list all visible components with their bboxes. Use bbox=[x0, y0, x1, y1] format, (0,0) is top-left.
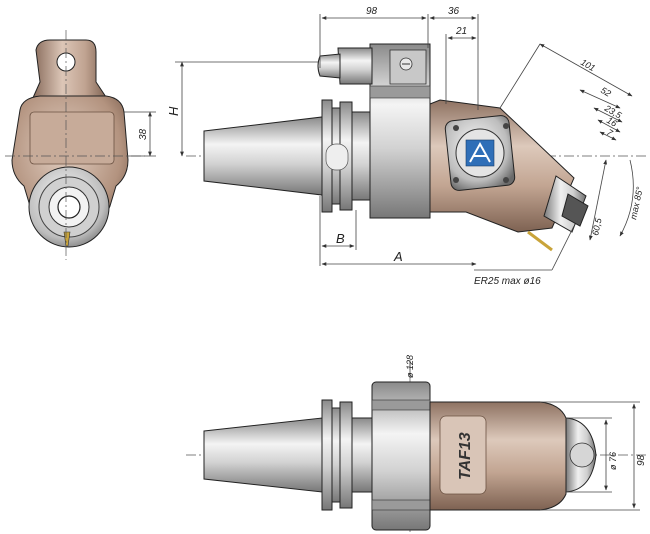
dim-98-label: 98 bbox=[366, 6, 378, 17]
bottom-neck bbox=[351, 417, 373, 493]
bottom-flange-3 bbox=[339, 401, 353, 509]
dim-98b-label: 98 bbox=[636, 454, 647, 466]
dim-B-label: B bbox=[336, 231, 345, 246]
spindle-tip bbox=[561, 193, 589, 227]
stop-block bbox=[337, 47, 373, 85]
bottom-spindle-hub bbox=[569, 442, 595, 468]
flange-neck bbox=[351, 111, 371, 201]
dim-angle-arc bbox=[619, 159, 634, 237]
dim-101-ext-left bbox=[499, 43, 541, 109]
collet-label: ER25 max ø16 bbox=[474, 276, 541, 287]
dim-76-label: ø 76 bbox=[608, 452, 618, 470]
dim-36-label: 36 bbox=[448, 6, 460, 17]
dim-H-label: H bbox=[166, 106, 181, 116]
bottom-head-panel bbox=[439, 415, 487, 495]
dim-52-label: 52 bbox=[599, 85, 613, 99]
dim-23-line bbox=[593, 107, 623, 123]
front-collet-bore bbox=[57, 195, 81, 219]
dim-52-line bbox=[579, 89, 621, 109]
dim-101-line bbox=[539, 43, 633, 97]
dim-7-line bbox=[599, 131, 617, 141]
side-view: H bbox=[166, 6, 648, 287]
taper-shank bbox=[203, 116, 323, 196]
dim-angle-label: max 85° bbox=[628, 186, 645, 221]
front-housing-face bbox=[29, 111, 115, 165]
collet-leader-diag bbox=[551, 225, 575, 271]
front-end-view: 38 bbox=[5, 30, 156, 260]
plate-screw-1 bbox=[453, 125, 459, 131]
dim-16-label: 16 bbox=[605, 115, 619, 129]
dim-7-label: 7 bbox=[605, 127, 615, 139]
dim-21-label: 21 bbox=[455, 26, 467, 37]
logo-glyph bbox=[469, 141, 491, 163]
bottom-housing-band-2 bbox=[371, 499, 431, 511]
main-housing-band bbox=[369, 85, 431, 99]
dim-A-label: A bbox=[393, 249, 403, 264]
plate-screw-4 bbox=[503, 177, 509, 183]
bottom-housing-band bbox=[371, 399, 431, 411]
bottom-flange-1 bbox=[321, 399, 333, 511]
coolant-pipe bbox=[527, 230, 553, 252]
bottom-view: TAF13 ø 128 ø 76 98 bbox=[186, 355, 648, 534]
coolant-pin bbox=[63, 231, 71, 247]
model-label: TAF13 bbox=[457, 432, 474, 480]
dim-101-label: 101 bbox=[579, 57, 597, 73]
stop-pin bbox=[317, 53, 341, 79]
dim-60-label: 60,5 bbox=[590, 216, 604, 236]
dim-128-label: ø 128 bbox=[405, 355, 415, 378]
flange-slot bbox=[325, 143, 349, 171]
dim-60-line bbox=[588, 159, 608, 241]
dim-16-line bbox=[597, 119, 621, 133]
bottom-taper bbox=[203, 417, 323, 493]
bottom-flange-2 bbox=[331, 407, 341, 503]
dim-38-label: 38 bbox=[138, 128, 149, 140]
plate-screw-2 bbox=[503, 123, 509, 129]
plate-screw-3 bbox=[453, 177, 459, 183]
